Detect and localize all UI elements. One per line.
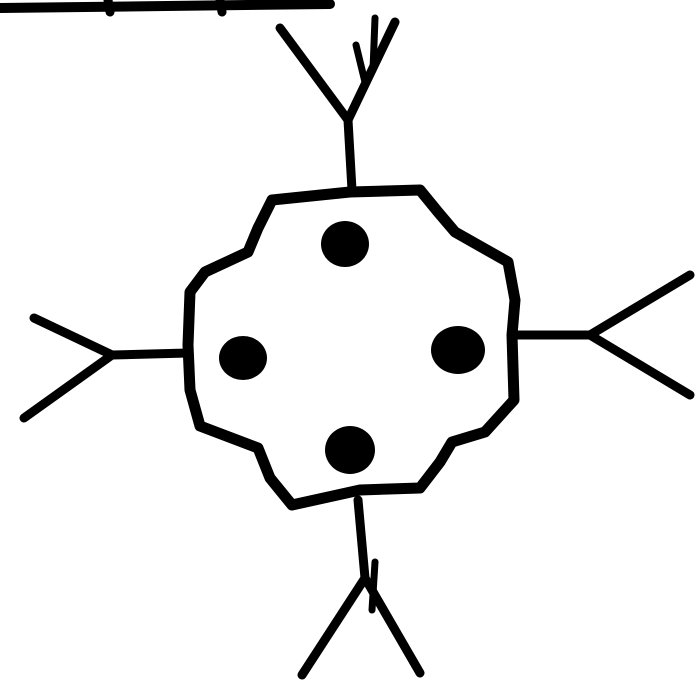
branch-right [512,275,690,395]
branch-left-stem [112,353,188,355]
dots-group [219,221,485,474]
branch-right-fork-up [590,275,690,335]
branch-top-spur [356,18,375,82]
top-frame-fragment [0,0,330,12]
branch-bottom-spur [372,562,375,610]
branch-bottom-stem [358,500,365,578]
branch-top-fork-left [280,28,348,120]
branch-bottom-fork-left [302,578,365,675]
top-frame-divider-1 [108,0,110,12]
branch-top [280,18,395,190]
top-frame-line [0,4,330,8]
branch-left-fork-up [34,318,112,355]
dot-left [219,336,267,380]
branch-top-stem [348,120,352,190]
branch-bottom [302,500,420,675]
branch-left-fork-down [24,355,112,418]
dot-top [321,221,369,267]
branch-right-fork-down [590,335,690,395]
dot-bottom [325,426,375,474]
branch-left [24,318,188,418]
dot-right [431,326,485,374]
top-frame-divider-2 [220,0,222,12]
